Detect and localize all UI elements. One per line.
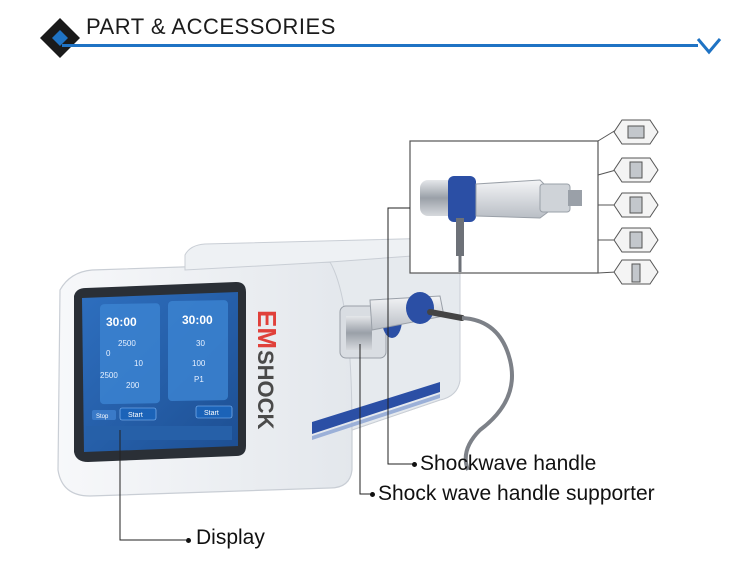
svg-text:SHOCK: SHOCK [253,350,278,430]
device-stripe [312,382,440,434]
svg-text:Start: Start [204,410,219,417]
svg-text:2500: 2500 [100,371,118,380]
leader-lines [119,207,414,541]
svg-text:10: 10 [134,359,143,368]
svg-text:30: 30 [196,339,205,348]
svg-text:Stop: Stop [96,414,109,420]
timer-right: 30:00 [182,313,213,327]
accessory-heads [597,119,659,285]
device-illustration: 30:00 30:00 2500 0 10 2500 200 30 100 P1… [57,119,659,541]
start-button-right [195,405,233,419]
svg-text:100: 100 [192,359,206,368]
chevron-down-icon[interactable] [695,36,723,56]
svg-text:0: 0 [106,349,111,358]
diamond-icon [40,18,80,58]
svg-text:2500: 2500 [118,339,136,348]
svg-text:P1: P1 [194,375,204,384]
handle-cable [461,316,514,471]
display-label: Display [196,526,265,549]
callout-dot [186,538,191,543]
svg-text:200: 200 [126,381,140,390]
header-divider [62,44,698,47]
start-button-left [119,407,157,421]
svg-text:Start: Start [128,412,143,419]
shockwave-handle-label: Shockwave handle [420,452,597,475]
callout-dot [412,462,417,467]
stop-button [92,410,116,420]
handle-supporter-label: Shock wave handle supporter [378,482,655,505]
section-title: PART & ACCESSORIES [86,14,336,39]
callout-dot [370,492,375,497]
brand-logo: EM SHOCK [252,310,282,430]
timer-left: 30:00 [106,315,137,329]
svg-text:EM: EM [252,310,282,349]
